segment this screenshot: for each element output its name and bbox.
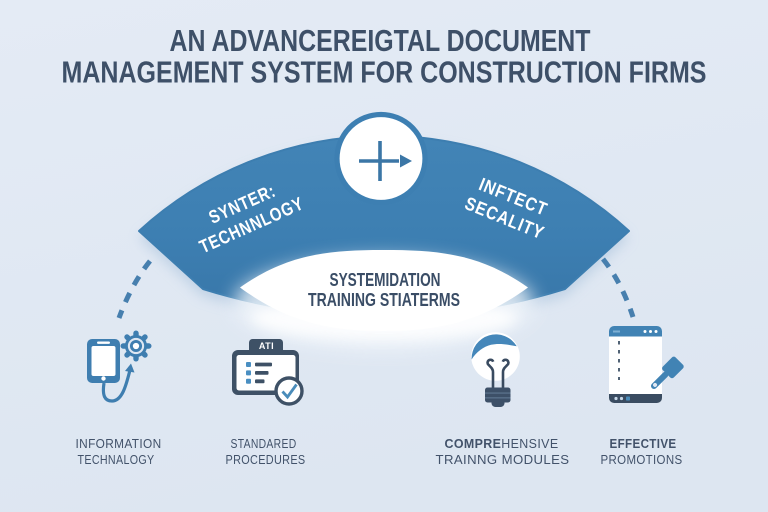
svg-text:COMPREHENSIVE: COMPREHENSIVE [445,436,559,451]
svg-text:SYSTEMIDATION: SYSTEMIDATION [330,270,441,290]
svg-text:TECHNALOGY: TECHNALOGY [78,452,155,467]
svg-text:TRAINING STIATERMS: TRAINING STIATERMS [308,290,460,310]
svg-text:AN ADVANCEREIGTAL DOCUMENT: AN ADVANCEREIGTAL DOCUMENT [170,24,591,58]
svg-text:PROCEDURES: PROCEDURES [226,452,306,467]
svg-text:TRAINNG MODULES: TRAINNG MODULES [436,452,570,467]
svg-text:MANAGEMENT SYSTEM FOR CONSTRUC: MANAGEMENT SYSTEM FOR CONSTRUCTION FIRMS [62,56,707,90]
svg-text:STANDARED: STANDARED [231,436,297,451]
svg-text:INFORMATION: INFORMATION [76,436,162,451]
svg-text:PROMOTIONS: PROMOTIONS [601,452,683,467]
svg-text:ATI: ATI [259,341,274,351]
svg-text:EFFECTIVE: EFFECTIVE [610,436,677,451]
